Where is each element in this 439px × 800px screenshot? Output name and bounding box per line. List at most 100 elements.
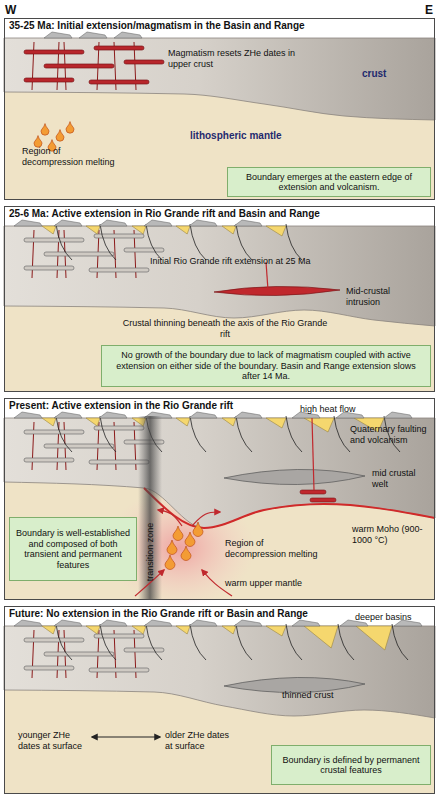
normal-fault [146,224,162,260]
intrusion-lens [124,648,164,652]
dike [32,230,34,278]
normal-fault [392,624,408,660]
warm-moho [144,488,435,528]
lithospheric-mantle [4,626,435,794]
melt-droplet [165,555,175,570]
mountain-range [14,412,42,418]
crust [4,226,435,326]
sedimentary-basin [176,626,190,634]
sky [4,206,435,392]
mountain-range [54,620,82,626]
normal-fault [100,624,116,660]
annotation-label: transition zone [145,523,156,582]
intrusion-lens [94,634,144,638]
intrusion-lens [94,426,144,430]
mountain-range [14,620,42,626]
intrusion-lens [24,638,84,642]
flow-arrow [158,510,182,526]
sedimentary-basin [132,226,146,234]
melt-droplet [34,136,42,148]
summary-text: No growth of the boundary due to lack of… [106,350,426,382]
panel-title: 35-25 Ma: Initial extension/magmatism in… [9,20,305,31]
sedimentary-basin [176,418,190,426]
sedimentary-basin [356,626,392,650]
melt-droplet [56,130,64,142]
sedimentary-basin [132,626,146,634]
intrusion-lens [310,498,336,502]
summary-text: Boundary is defined by permanent crustal… [276,755,426,776]
summary-box: Boundary is defined by permanent crustal… [271,745,431,785]
mountain-range [384,412,412,418]
annotation-label: mid crustal welt [372,468,432,489]
mountain-range [292,620,320,626]
normal-fault [286,624,302,660]
sedimentary-basin [266,418,286,428]
lithospheric-mantle [4,226,435,392]
normal-fault [190,416,206,452]
annotation-label: older ZHe dates at surface [165,730,237,751]
panel-title: Future: No extension in the Rio Grande r… [9,608,308,619]
normal-fault [146,624,162,660]
panel-title: Present: Active extension in the Rio Gra… [9,400,233,411]
sedimentary-basin [222,226,236,234]
annotation-label: Region of decompression melting [225,538,320,559]
sedimentary-basin [42,418,56,426]
annotation-label: warm Moho (900-1000 °C) [352,524,434,545]
compass-label: W [5,3,25,17]
time-panel: Future: No extension in the Rio Grande r… [4,606,435,794]
intrusion-lens [94,46,144,50]
melt-droplet [66,122,74,134]
panel-illustration [4,18,435,200]
mountain-range [54,412,82,418]
dike [312,418,314,490]
normal-fault [100,224,116,260]
panel-illustration [4,606,435,794]
annotation-label: Magmatism resets ZHe dates in upper crus… [168,48,298,69]
annotation-label: thinned crust [282,690,362,701]
sedimentary-basin [86,626,100,634]
sky [4,606,435,794]
intrusion-lens [44,652,114,656]
intrusion-lens [44,252,114,256]
normal-fault [190,224,206,260]
annotation-label: Quaternary faulting and volcanism [350,424,432,445]
flow-arrow [192,512,220,526]
normal-fault [236,224,252,260]
sedimentary-basin [86,418,100,426]
sedimentary-basin [42,626,56,634]
mountain-range [54,220,82,226]
melt-droplet [173,526,183,541]
mountain-range [99,220,127,226]
summary-box: Boundary is well-established and compose… [9,517,137,581]
summary-text: Boundary emerges at the eastern edge of … [232,172,426,193]
intrusion-lens [44,444,114,448]
intrusion-lens [89,268,149,272]
mountain-range [234,412,262,418]
mountain-range [14,220,42,226]
annotation-label: Mid-crustal intrusion [346,286,416,307]
dike [32,42,34,90]
intrusion-lens [94,234,144,238]
sky [4,18,435,200]
dike [32,630,34,678]
normal-fault [236,624,252,660]
mountain-range [144,620,172,626]
normal-fault [286,224,302,260]
summary-box: No growth of the boundary due to lack of… [101,345,431,387]
normal-fault [56,416,72,452]
intrusion-lens [44,64,114,68]
crust [4,626,435,718]
panel-title: 25-6 Ma: Active extension in Rio Grande … [9,208,320,219]
mountain-range [189,412,217,418]
sedimentary-basin [304,626,338,648]
intrusion-lens [24,238,84,242]
normal-fault [190,624,206,660]
sedimentary-basin [222,418,236,426]
normal-fault [286,416,302,452]
annotation-label: younger ZHe dates at surface [18,730,90,751]
sedimentary-basin [266,226,286,236]
lithospheric-mantle [4,38,435,200]
sedimentary-basin [42,226,56,234]
crust [4,38,435,120]
annotation-label: deeper basins [355,612,435,623]
